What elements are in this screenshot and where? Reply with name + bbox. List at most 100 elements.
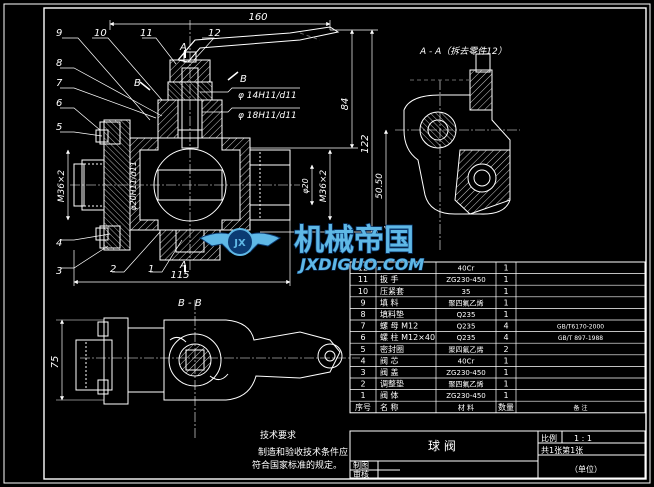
bom-row-8-no: 8 [360,310,365,319]
bom-row-12-material: 40Cr [458,265,475,273]
bom-row-9-no: 9 [360,298,365,307]
bom-row-2-qty: 1 [503,380,508,389]
bom-row-11-qty: 1 [503,275,508,284]
balloon-12: 12 [208,28,221,39]
title-block-sheet: 共1张第1张 [541,445,583,455]
dim-75: 75 [50,356,61,369]
dim-phi20-fit: φ20H11/d11 [129,161,138,211]
title-block-scale-value: 1 : 1 [574,434,592,443]
tech-req-line2: 符合国家标准的规定。 [252,459,342,471]
bom-row-2-name: 调整垫 [380,379,404,389]
watermark: JX 机械帝国 JXDIGUO.COM [198,222,425,275]
title-block-drawn: 制图 [353,460,369,470]
bom-row-6-qty: 4 [503,333,508,342]
balloon-leaders [60,37,215,273]
bom-row-3-name: 阀 盖 [380,367,399,377]
balloon-2: 2 [110,264,116,275]
bom-row-7-material: Q235 [457,323,476,331]
bom-row-8-qty: 1 [503,310,508,319]
dim-84: 84 [340,98,351,111]
balloon-3: 3 [56,266,62,277]
dim-m36-right: M36×2 [319,169,329,202]
section-mark-b-right: B [240,74,247,85]
bom-row-5-no: 5 [360,345,365,354]
balloon-8: 8 [56,58,62,69]
watermark-cn: 机械帝国 [294,223,414,258]
bom-row-12-no: 12 [358,264,368,273]
section-bb-view [56,300,360,440]
bom-row-1-name: 阀 体 [380,390,399,400]
balloon-11: 11 [140,28,153,39]
balloon-10: 10 [94,28,107,39]
bom-row-4-no: 4 [360,356,365,365]
bom-row-12-qty: 1 [503,264,508,273]
fit-14: φ 14H11/d11 [238,91,297,101]
balloon-1: 1 [148,264,154,275]
section-mark-b-left: B [134,78,141,89]
watermark-en: JXDIGUO.COM [297,255,424,274]
title-block-checked: 审核 [353,469,369,479]
bom-row-4-name: 阀 芯 [380,355,399,365]
bom-row-11-material: ZG230-450 [446,276,485,284]
bom-row-4-qty: 1 [503,356,508,365]
text-layer: 160 115 84 122 75 50.50 M36×2 M36×2 φ20H… [50,12,602,479]
bom-row-10-no: 10 [358,287,368,296]
bom-row-9-qty: 1 [503,298,508,307]
bom-row-11-no: 11 [358,275,368,284]
bom-row-3-material: ZG230-450 [446,369,485,377]
dim-phi20: φ20 [301,178,310,193]
balloon-7: 7 [56,78,63,89]
bom-row-1-material: ZG230-450 [446,392,485,400]
drawing-inner-frame [43,7,647,480]
balloon-9: 9 [56,28,62,39]
title-block [349,430,646,479]
section-title-bb: B - B [178,298,202,309]
bom-row-10-material: 35 [462,288,471,296]
bom-row-6-no: 6 [360,333,365,342]
dim-160: 160 [248,12,267,23]
fit-18: φ 18H11/d11 [238,111,297,121]
bom-row-8-name: 填料垫 [380,309,404,319]
section-mark-a-top: A [179,42,187,53]
bom-header-remark: 备 注 [574,404,588,412]
drawing-border [3,3,651,484]
bom-row-7-name: 螺 母 M12 [380,321,418,331]
bom-row-5-qty: 2 [503,345,508,354]
bom-row-9-material: 聚四氟乙烯 [449,298,484,307]
bom-row-1-qty: 1 [503,391,508,400]
bom-row-4-material: 40Cr [458,357,475,365]
balloon-4: 4 [56,238,62,249]
bom-row-6-material: Q235 [457,334,476,342]
bom-row-2-material: 聚四氟乙烯 [449,380,484,389]
bom-header-name: 名 称 [380,402,399,412]
dim-m36-left: M36×2 [57,169,67,202]
bom-row-1-no: 1 [360,391,365,400]
bom-row-5-name: 密封圈 [380,344,404,354]
bom-header-no: 序号 [355,402,371,412]
tech-req-title: 技术要求 [260,429,296,441]
tech-req-line1: 制造和验收技术条件应 [258,446,348,458]
bom-row-11-name: 扳 手 [380,274,399,284]
section-aa-view [383,53,520,250]
title-block-name: 球 阀 [428,439,456,453]
bom-row-10-name: 压紧套 [380,286,404,296]
section-title-aa: A - A（拆去零件12） [419,46,507,57]
bom-row-7-qty: 4 [503,322,508,331]
front-view-dimensions [65,20,378,286]
balloon-5: 5 [56,122,62,133]
watermark-logo-text: JX [233,238,246,249]
bom-row-6-name: 螺 柱 M12×40 [380,332,435,342]
bom-row-3-qty: 1 [503,368,508,377]
bom-row-8-material: Q235 [457,311,476,319]
bom-row-9-name: 填 料 [380,297,399,307]
bom-row-5-material: 聚四氟乙烯 [449,345,484,354]
section-mark-a-bottom: A [179,260,187,271]
bom-row-7-remark: GB/T6170-2000 [557,324,604,331]
bom-frame [349,261,646,414]
bom-row-6-remark: GB/T 897-1988 [558,335,603,342]
bom-row-10-qty: 1 [503,287,508,296]
title-block-unit: （单位） [570,464,602,474]
dim-122: 122 [360,134,371,153]
